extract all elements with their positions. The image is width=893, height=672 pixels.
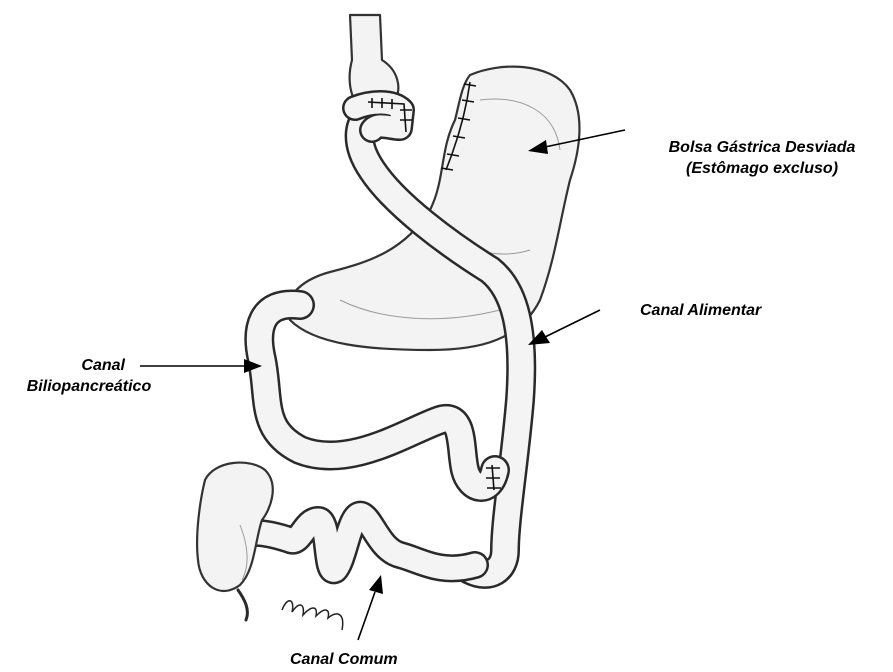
appendix	[238, 590, 247, 620]
artist-signature	[282, 601, 343, 630]
biliopancreatic-label-line1: Canal	[0, 355, 178, 376]
biliopancreatic-canal-label: Canal Biliopancreático	[0, 355, 178, 397]
gastric-pouch-label-line2: (Estômago excluso)	[632, 158, 892, 179]
alimentary-canal-label: Canal Alimentar	[640, 300, 761, 321]
alimentary-arrow	[528, 310, 600, 345]
common-arrow	[358, 575, 383, 640]
common-canal-label: Canal Comum	[290, 649, 398, 670]
gastric-pouch-label-line1: Bolsa Gástrica Desviada	[632, 137, 892, 158]
biliopancreatic-label-line2: Biliopancreático	[0, 376, 178, 397]
gastric-pouch-label: Bolsa Gástrica Desviada (Estômago exclus…	[632, 137, 892, 179]
